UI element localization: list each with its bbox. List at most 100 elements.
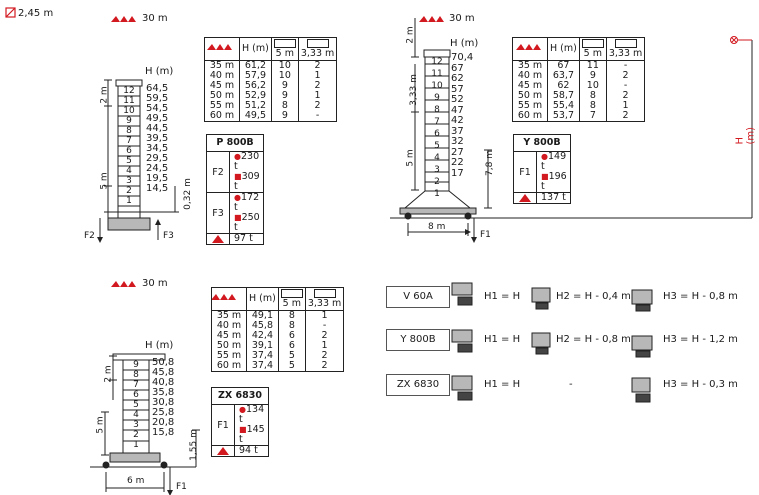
load-row: 97 t	[207, 234, 263, 244]
h2-formula: -	[569, 379, 573, 390]
ballast-icon	[519, 194, 531, 202]
section-number: 11	[123, 96, 135, 106]
height-value: 64,5	[146, 83, 169, 94]
section-icon	[581, 39, 604, 48]
table-cell: 1	[304, 341, 345, 351]
section-number: 5	[126, 156, 132, 166]
section-number: 4	[133, 410, 139, 420]
model-button[interactable]: ZX 6830	[386, 374, 450, 396]
load-row: F1●149 t■196 t	[514, 152, 570, 193]
dim-label: 6 m	[127, 476, 145, 486]
force-label: F2	[84, 231, 95, 241]
tower-1	[97, 79, 179, 243]
table-cell: 55 m	[204, 101, 240, 111]
section-number: 1	[133, 440, 139, 450]
table-cell: 49,5	[239, 111, 272, 122]
slash-box-icon	[5, 7, 16, 18]
load-value: ■250 t	[234, 212, 260, 233]
h-label: H (m)	[450, 38, 479, 49]
height-value: 29,5	[146, 153, 169, 164]
wind-label: 30 m	[449, 13, 475, 24]
load-row: F2●230 t■309 t	[207, 152, 263, 193]
section-number: 3	[126, 176, 132, 186]
wind-icon-cell	[211, 287, 247, 311]
section-number: 9	[126, 116, 132, 126]
table-cell: 2	[605, 111, 646, 122]
table-cell: 45 m	[512, 81, 548, 91]
h3-formula: H3 = H - 0,3 m	[663, 379, 738, 390]
height-value: 35,8	[152, 387, 175, 398]
column-header: 5 m	[270, 37, 299, 61]
height-value: 30,8	[152, 397, 175, 408]
table-cell: 60 m	[211, 361, 247, 372]
table-cell: -	[297, 111, 338, 122]
load-box-title: ZX 6830	[212, 388, 268, 405]
column-header: 3,33 m	[297, 37, 338, 61]
column-header: H (m)	[246, 287, 279, 311]
section-number: 8	[434, 105, 440, 115]
load-value: 97 t	[234, 233, 253, 244]
load-value: ●134 t	[239, 404, 265, 425]
height-value: 32	[451, 136, 464, 147]
column-header: 3,33 m	[605, 37, 646, 61]
dim-label: 2 m	[99, 86, 110, 104]
section-number: 6	[126, 146, 132, 156]
dim-label: 5 m	[405, 149, 416, 167]
table-cell: 2	[297, 81, 338, 91]
height-value: 52	[451, 94, 464, 105]
table-cell: 7	[578, 111, 607, 122]
table-cell: 40 m	[211, 321, 247, 331]
section-number: 11	[431, 69, 443, 79]
table-cell: 53,7	[547, 111, 580, 122]
height-value: 44,5	[146, 123, 169, 134]
section-number: 2	[126, 186, 132, 196]
ballast-icon	[212, 235, 224, 243]
dim-label: 1,55 m	[188, 429, 199, 461]
load-row: F3●172 t■250 t	[207, 193, 263, 234]
load-row: F1●134 t■145 t	[212, 405, 268, 446]
section-icon	[614, 39, 637, 48]
table-cell: 2	[297, 101, 338, 111]
table-cell: 1	[605, 101, 646, 111]
table-cell: 2	[304, 331, 345, 341]
load-value: ●172 t	[234, 192, 260, 213]
height-value: 15,8	[152, 427, 175, 438]
table-cell: -	[605, 60, 646, 71]
section-number: 7	[126, 136, 132, 146]
load-value: ●149 t	[541, 151, 567, 172]
height-value: 62	[451, 73, 464, 84]
section-number: 7	[133, 380, 139, 390]
table-cell: 2	[304, 351, 345, 361]
height-value: 42	[451, 115, 464, 126]
section-number: 10	[123, 106, 135, 116]
model-button[interactable]: Y 800B	[386, 329, 450, 351]
table-cell: 55 m	[512, 101, 548, 111]
height-value: 17	[451, 167, 464, 179]
table-cell: 37,4	[246, 361, 279, 372]
section-number: 7	[434, 117, 440, 127]
height-value: 22	[451, 157, 464, 168]
load-box-title: P 800B	[207, 135, 263, 152]
section-number: 2	[133, 430, 139, 440]
section-number: 8	[126, 126, 132, 136]
table-cell: 2	[304, 361, 345, 372]
section-icon	[313, 289, 336, 298]
model-button[interactable]: V 60A	[386, 286, 450, 308]
height-value: 25,8	[152, 407, 175, 418]
table-cell: 50 m	[211, 341, 247, 351]
